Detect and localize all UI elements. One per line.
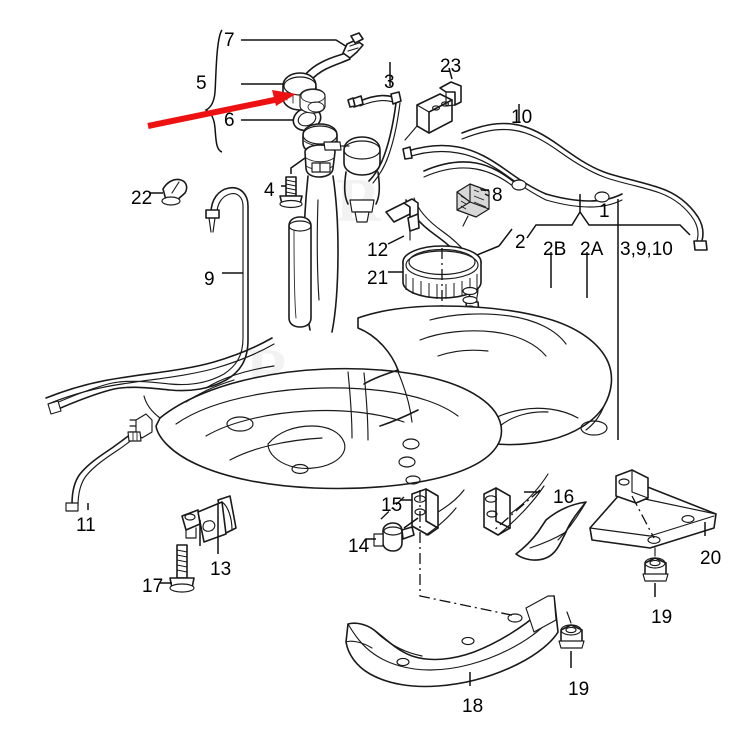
- filler-neck-bolt: [279, 157, 306, 209]
- fuel-supply-pipe-long: [461, 104, 708, 251]
- filler-support-tube: [288, 216, 312, 328]
- filler-inlet-housing: [311, 136, 381, 223]
- callout-19-upper: 19: [651, 607, 673, 628]
- callout-2: 2: [515, 232, 526, 253]
- flange-nut-upper: [642, 547, 669, 597]
- heat-shield-bracket-left: [379, 488, 465, 536]
- callout-3-9-10: 3,9,10: [620, 239, 673, 260]
- callout-7: 7: [224, 30, 235, 51]
- callout-23: 23: [440, 56, 462, 77]
- callout-5: 5: [196, 73, 207, 94]
- group-bracket-5: [204, 29, 223, 153]
- fuel-tank-assembly: [129, 305, 613, 490]
- callout-4: 4: [264, 180, 275, 201]
- flange-nut-lower: [558, 611, 585, 668]
- bracket-group-1: [498, 194, 691, 440]
- heat-shield-deflector: [515, 501, 587, 561]
- rubber-mount-bushing: [366, 517, 419, 552]
- callout-10: 10: [511, 107, 533, 128]
- fuel-line-elbow: [385, 198, 420, 245]
- callout-12: 12: [367, 240, 389, 261]
- callout-21: 21: [367, 268, 389, 289]
- mounting-clip-bracket: [404, 67, 462, 141]
- fuel-pump-lock-ring: [388, 245, 482, 352]
- drain-pipe: [65, 431, 142, 512]
- leader-7: [241, 39, 353, 51]
- tank-outlet-pipe-left: [45, 337, 275, 405]
- lower-heat-shield: [345, 490, 559, 688]
- vent-line-medium: [423, 161, 527, 191]
- heat-shield-bracket-right: [483, 473, 549, 536]
- callout-13: 13: [210, 559, 232, 580]
- tank-strap-bracket: [181, 495, 237, 554]
- strap-bolt: [160, 544, 195, 593]
- callout-14: 14: [348, 536, 370, 557]
- fuel-filter: [456, 183, 490, 227]
- callout-20: 20: [700, 548, 722, 569]
- vent-line-short: [347, 62, 402, 184]
- callout-9: 9: [204, 269, 215, 290]
- pipe-set-3-9-10: [402, 144, 623, 208]
- breather-hose: [47, 186, 249, 415]
- callout-1: 1: [599, 201, 610, 222]
- heat-shield-plate: [589, 469, 717, 549]
- callout-17: 17: [142, 576, 164, 597]
- highlight-arrow: [147, 90, 296, 129]
- callout-22: 22: [131, 188, 153, 209]
- callout-2a: 2A: [580, 239, 604, 260]
- callout-16: 16: [553, 487, 575, 508]
- callout-2b: 2B: [543, 239, 567, 260]
- callout-6: 6: [224, 110, 235, 131]
- callout-11: 11: [76, 515, 96, 536]
- callout-8: 8: [492, 185, 503, 206]
- callout-18: 18: [462, 696, 484, 717]
- callout-3: 3: [384, 72, 395, 93]
- vent-elbow-fitting: [150, 178, 188, 206]
- callout-15: 15: [381, 495, 403, 516]
- callout-19-lower: 19: [568, 679, 590, 700]
